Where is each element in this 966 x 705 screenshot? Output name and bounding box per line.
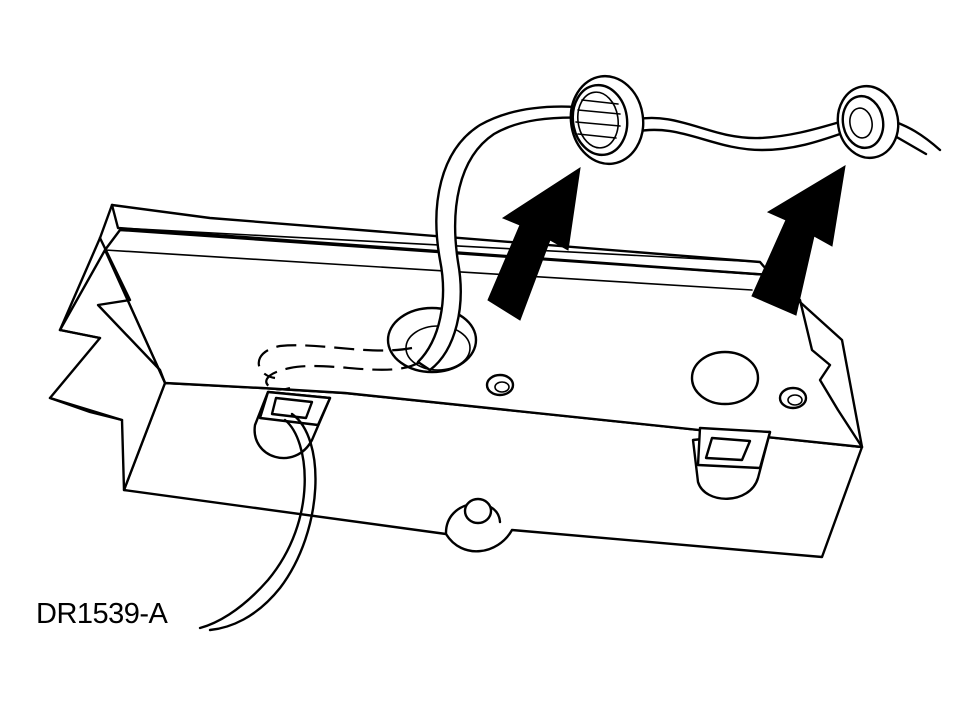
grommet-left (569, 74, 645, 166)
cable-clip-right (691, 426, 772, 500)
cable-lower-segment (198, 418, 306, 630)
large-hole-right (690, 350, 760, 406)
figure-id-label: DR1539-A (36, 598, 168, 630)
grommet-right (836, 84, 900, 160)
front-mount-hole (444, 497, 502, 536)
cable-clip-left (253, 390, 332, 460)
cable-hidden-route (265, 361, 421, 391)
arrow-left (487, 166, 581, 321)
arrow-right (751, 165, 846, 316)
